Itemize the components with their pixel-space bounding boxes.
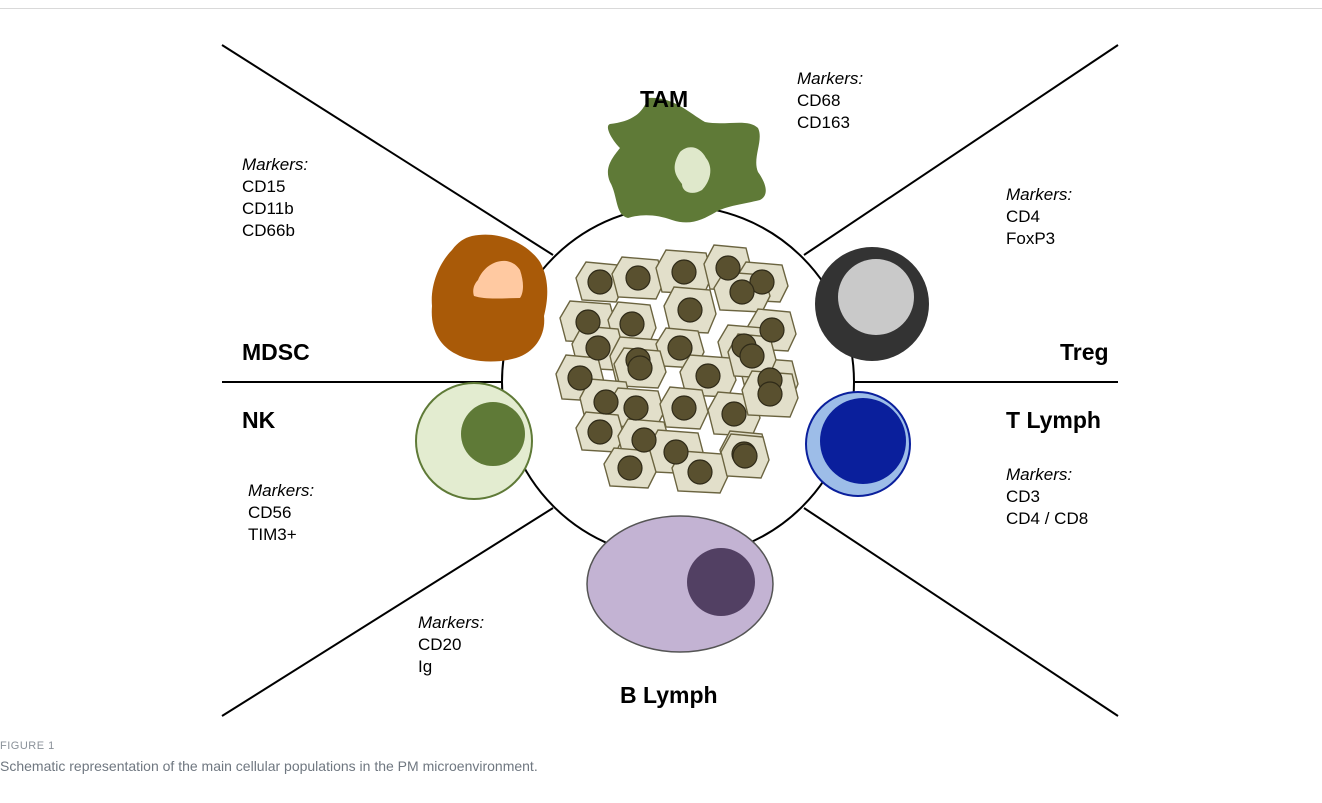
label-tam: TAM [640, 86, 689, 112]
tumor-cell-nucleus [671, 395, 697, 421]
divider-top-left [221, 44, 554, 256]
tumor-cell-nucleus [721, 401, 747, 427]
markers-blymph: Markers: CD20 Ig [418, 612, 484, 678]
tumor-cell-nucleus [759, 317, 785, 343]
divider-top-right [803, 44, 1119, 256]
label-treg: Treg [1060, 339, 1109, 365]
treg-cell [815, 247, 929, 361]
tumor-cell-nucleus [695, 363, 721, 389]
tam-nucleus [674, 147, 711, 193]
tumor-cell-nucleus [687, 459, 713, 485]
tumor-cell-nucleus [587, 269, 613, 295]
marker-item: CD163 [797, 113, 850, 132]
markers-title: Markers: [418, 613, 485, 632]
tlymph-cell [805, 391, 911, 497]
tumor-cell-nucleus [715, 255, 741, 281]
marker-item: CD11b [242, 199, 294, 218]
sector-dividers [221, 44, 1119, 717]
marker-item: TIM3+ [248, 525, 297, 544]
tumor-cell-nucleus [732, 443, 758, 469]
tumor-cell-nucleus [593, 389, 619, 415]
markers-title: Markers: [1006, 185, 1073, 204]
marker-item: FoxP3 [1006, 229, 1056, 248]
figure-label: FIGURE 1 [0, 740, 55, 752]
tumor-cell-nucleus [587, 419, 613, 445]
tam-cell [607, 97, 766, 223]
top-border [0, 8, 1322, 9]
tumor-cell-nucleus [749, 269, 775, 295]
markers-title: Markers: [797, 69, 864, 88]
label-blymph: B Lymph [620, 682, 718, 708]
tumor-cell-nucleus [671, 259, 697, 285]
tumor-cell-nucleus [567, 365, 593, 391]
marker-item: Ig [418, 657, 433, 676]
markers-tam: Markers: CD68 CD163 [797, 68, 863, 134]
tlymph-nucleus [820, 398, 906, 484]
tumor-cell-nucleus [627, 355, 653, 381]
markers-tlymph: Markers: CD3 CD4 / CD8 [1006, 464, 1088, 530]
tumor-cell-nucleus [625, 265, 651, 291]
marker-item: CD56 [248, 503, 292, 522]
figure-caption-block: FIGURE 1 Schematic representation of the… [0, 740, 1322, 774]
microenvironment-diagram [221, 44, 1119, 717]
tumor-cell-nucleus [677, 297, 703, 323]
marker-item: CD4 [1006, 207, 1041, 226]
label-mdsc: MDSC [242, 339, 310, 365]
tumor-cell-nucleus [585, 335, 611, 361]
mdsc-cell [431, 234, 548, 362]
tumor-cell-nucleus [667, 335, 693, 361]
label-nk: NK [242, 407, 276, 433]
markers-title: Markers: [1006, 465, 1073, 484]
blymph-cell [586, 515, 774, 653]
marker-item: CD66b [242, 221, 295, 240]
label-tlymph: T Lymph [1006, 407, 1101, 433]
nk-nucleus [461, 402, 525, 466]
tumor-cell-cluster [555, 244, 799, 494]
divider-bottom-right [803, 507, 1119, 717]
divider-bottom-left [221, 507, 554, 717]
tumor-cell-nucleus [617, 455, 643, 481]
tumor-cell-nucleus [729, 279, 755, 305]
blymph-nucleus [687, 548, 755, 616]
markers-mdsc: Markers: CD15 CD11b CD66b [242, 154, 308, 242]
tumor-cell-nucleus [739, 343, 765, 369]
markers-treg: Markers: CD4 FoxP3 [1006, 184, 1072, 250]
tumor-cell-nucleus [757, 381, 783, 407]
markers-nk: Markers: CD56 TIM3+ [248, 480, 314, 546]
marker-item: CD3 [1006, 487, 1041, 506]
marker-item: CD20 [418, 635, 462, 654]
tumor-cell-nucleus [663, 439, 689, 465]
markers-title: Markers: [242, 155, 309, 174]
treg-nucleus [838, 259, 914, 335]
nk-cell [415, 382, 533, 500]
tumor-cell-nucleus [575, 309, 601, 335]
markers-title: Markers: [248, 481, 315, 500]
marker-item: CD15 [242, 177, 286, 196]
marker-item: CD4 / CD8 [1006, 509, 1089, 528]
tumor-cell-nucleus [623, 395, 649, 421]
mdsc-nucleus [473, 260, 523, 299]
tumor-cell-nucleus [631, 427, 657, 453]
figure-caption: Schematic representation of the main cel… [0, 758, 538, 774]
marker-item: CD68 [797, 91, 841, 110]
tumor-cell-nucleus [619, 311, 645, 337]
